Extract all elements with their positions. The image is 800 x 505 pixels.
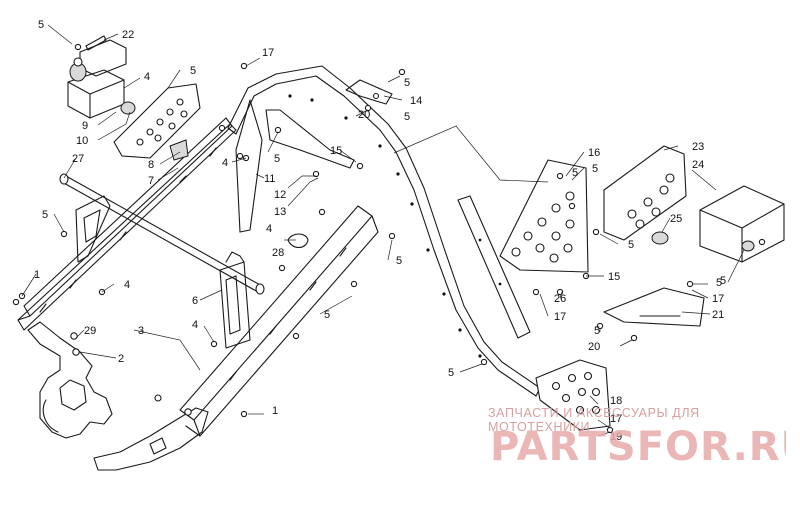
callout-5: 5	[592, 163, 598, 175]
watermark-logo-text: PARTSFOR.RU	[490, 424, 786, 468]
callout-5: 5	[716, 277, 722, 289]
callout-24: 24	[692, 159, 704, 171]
main-frame-hoop	[227, 65, 541, 397]
callout-7: 7	[148, 175, 154, 187]
cross-bar	[59, 173, 265, 295]
grommet	[651, 231, 669, 245]
callout-26: 26	[554, 293, 566, 305]
callout-5: 5	[628, 239, 634, 251]
callout-15: 15	[608, 271, 620, 283]
callout-5: 5	[448, 367, 454, 379]
support-bracket-21	[603, 287, 705, 327]
callout-12: 12	[274, 189, 286, 201]
callout-15: 15	[330, 145, 342, 157]
storage-box	[699, 185, 785, 263]
callout-5: 5	[404, 111, 410, 123]
center-support-bracket	[219, 251, 251, 349]
control-module	[67, 39, 136, 119]
left-front-bracket	[27, 321, 113, 439]
callout-5: 5	[190, 65, 196, 77]
callout-4: 4	[222, 157, 228, 169]
fasteners	[12, 35, 766, 434]
callout-1: 1	[34, 269, 40, 281]
clamp	[287, 233, 309, 249]
callout-11: 11	[264, 173, 275, 185]
callout-9: 9	[82, 120, 88, 132]
callout-5: 5	[42, 209, 48, 221]
callout-19: 19	[610, 431, 622, 443]
callout-5: 5	[404, 77, 410, 89]
triangular-perforated-plate	[499, 159, 589, 273]
callout-8: 8	[148, 159, 154, 171]
callout-6: 6	[192, 295, 198, 307]
callout-21: 21	[712, 309, 724, 321]
callout-17: 17	[610, 413, 622, 425]
callout-17: 17	[712, 293, 724, 305]
callout-3: 3	[138, 325, 144, 337]
callout-10: 10	[76, 135, 88, 147]
callout-5: 5	[572, 167, 578, 179]
callout-25: 25	[670, 213, 682, 225]
lower-main-rail	[179, 205, 379, 437]
callout-2: 2	[118, 353, 124, 365]
leader-lines	[21, 24, 745, 437]
rear-perforated-plate	[535, 359, 611, 431]
callout-23: 23	[692, 141, 704, 153]
callout-27: 27	[72, 153, 84, 165]
callout-17: 17	[554, 311, 566, 323]
callout-17: 17	[262, 47, 274, 59]
left-gusset	[75, 195, 111, 263]
watermark-logo: PARTSFOR.RU	[490, 424, 786, 468]
hinge-clip	[345, 79, 393, 105]
side-bracket	[603, 145, 687, 241]
callout-4: 4	[144, 71, 150, 83]
upper-cross-tube	[17, 117, 237, 331]
callout-20: 20	[588, 341, 600, 353]
watermark-tagline: ЗАПЧАСТИ И АКСЕССУАРЫ ДЛЯ МОТОТЕХНИКИ	[488, 406, 700, 434]
callout-5: 5	[594, 325, 600, 337]
callout-5: 5	[274, 153, 280, 165]
callout-5: 5	[396, 255, 402, 267]
callout-13: 13	[274, 206, 286, 218]
callout-5: 5	[720, 275, 726, 287]
callout-18: 18	[610, 395, 622, 407]
callout-29: 29	[84, 325, 96, 337]
callout-28: 28	[272, 247, 284, 259]
callout-20: 20	[358, 109, 370, 121]
vertical-strap	[457, 195, 531, 339]
callout-22: 22	[122, 29, 134, 41]
callout-4: 4	[124, 279, 130, 291]
callout-4: 4	[192, 319, 198, 331]
callout-5: 5	[38, 19, 44, 31]
callout-labels: 5 22 4 5 9 10 8 7 27 5 1 4 29 2 3 6 4 4 …	[34, 19, 726, 443]
rear-mount-bracket	[93, 407, 209, 471]
callout-4: 4	[266, 223, 272, 235]
callout-16: 16	[588, 147, 600, 159]
callout-14: 14	[410, 95, 422, 107]
callout-5: 5	[324, 309, 330, 321]
callout-1: 1	[272, 405, 278, 417]
